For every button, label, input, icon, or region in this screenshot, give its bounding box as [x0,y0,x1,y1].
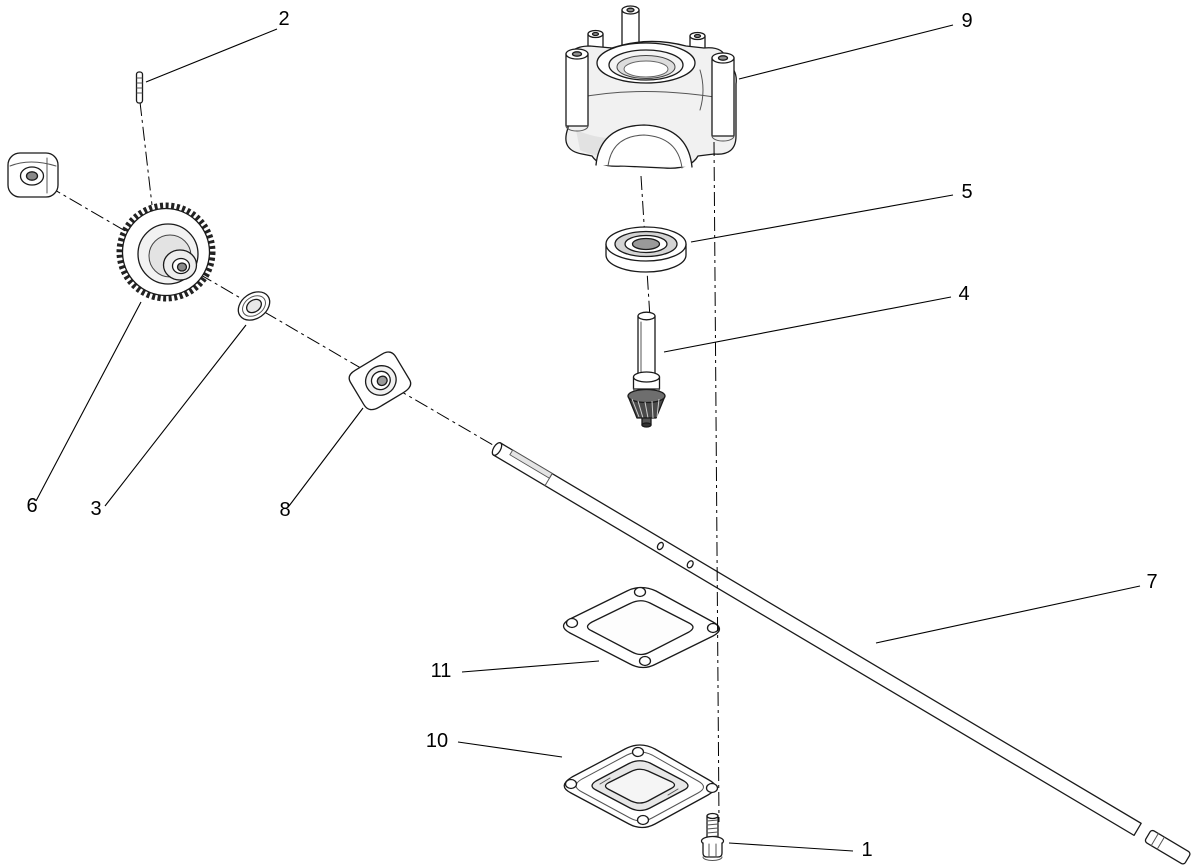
callout-label-washer: 3 [90,498,101,520]
leader-line-gear [35,301,142,502]
gear-housing [565,5,737,169]
gasket [562,586,721,669]
gear-cover [563,744,719,829]
leader-line-pinion [663,296,952,353]
drive-shaft [491,442,1191,865]
callout-label-housing: 9 [961,10,972,32]
pin-axis-centerline [139,101,153,206]
bolt [700,812,725,861]
leader-line-pin [145,28,278,83]
leader-line-shaft [875,585,1141,644]
pinion-axis-centerline [640,175,651,319]
dowel-pin [135,71,144,104]
bushing [348,351,412,411]
callout-label-shaft: 7 [1146,571,1157,593]
leader-line-bearing [690,194,954,243]
leader-line-washer [104,324,247,507]
leader-line-bolt [728,842,854,852]
callout-label-bolt: 1 [861,839,872,861]
callout-label-pinion: 4 [958,283,969,305]
callout-label-gear: 6 [26,495,37,517]
leader-line-gasket [461,660,600,673]
callout-label-pin: 2 [278,8,289,30]
leader-line-bushing [288,407,364,507]
bolt-axis-centerline [713,141,720,823]
callout-label-gasket: 11 [431,660,452,682]
callout-label-cover: 10 [426,730,448,752]
callout-label-bushing: 8 [279,499,290,521]
pivot-bracket [7,152,59,198]
leader-line-cover [457,741,563,758]
shaft-axis-centerline [47,185,506,453]
washer [237,291,271,321]
pinion-shaft [627,311,666,428]
gear [116,202,216,302]
callout-label-bearing: 5 [961,181,972,203]
ball-bearing [605,226,687,273]
leader-line-housing [738,24,954,80]
